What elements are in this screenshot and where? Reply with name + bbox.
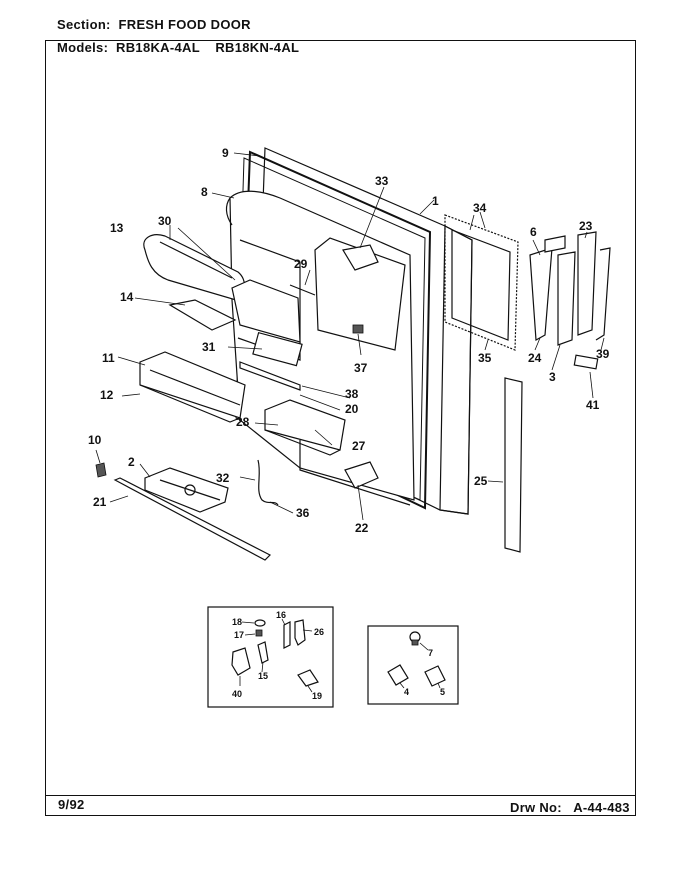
door-handle bbox=[504, 377, 523, 553]
diagram-frame bbox=[45, 40, 636, 816]
section-header: Section: FRESH FOOD DOOR bbox=[57, 17, 251, 32]
door-shelf-lower bbox=[264, 399, 346, 456]
callout-5: 5 bbox=[440, 687, 445, 697]
callout-25: 25 bbox=[474, 474, 488, 488]
callout-6: 6 bbox=[530, 225, 537, 239]
hinge-assembly bbox=[529, 231, 611, 370]
callout-22: 22 bbox=[355, 521, 369, 535]
light-cover bbox=[342, 244, 379, 271]
callout-28: 28 bbox=[236, 415, 250, 429]
callout-19: 19 bbox=[312, 691, 322, 701]
handle-trim bbox=[113, 477, 272, 561]
callout-41: 41 bbox=[586, 398, 600, 412]
callout-3: 3 bbox=[549, 370, 556, 384]
section-label: Section: bbox=[57, 17, 111, 32]
egg-tray bbox=[168, 299, 237, 331]
callout-38: 38 bbox=[345, 387, 359, 401]
hinge-parts-inset: 18 17 16 26 15 40 19 bbox=[207, 606, 334, 708]
callout-23: 23 bbox=[579, 219, 593, 233]
callout-14: 14 bbox=[120, 290, 134, 304]
callout-12: 12 bbox=[100, 388, 114, 402]
dairy-compartment bbox=[231, 279, 301, 343]
bottom-bin bbox=[344, 461, 379, 489]
control-panel bbox=[252, 331, 303, 367]
drw-label: Drw No: bbox=[510, 800, 562, 815]
callout-33: 33 bbox=[375, 174, 389, 188]
callout-16: 16 bbox=[276, 610, 286, 620]
door-hardware-inset: 7 4 5 bbox=[367, 625, 459, 705]
trim-bar bbox=[239, 361, 301, 391]
callout-4: 4 bbox=[404, 687, 409, 697]
hinge-clip bbox=[95, 462, 107, 478]
footer-divider bbox=[45, 795, 635, 796]
callout-7: 7 bbox=[428, 648, 433, 658]
door-shelf-upper bbox=[139, 351, 246, 423]
models-label: Models: bbox=[57, 40, 109, 55]
callout-40: 40 bbox=[232, 689, 242, 699]
callout-13: 13 bbox=[110, 221, 124, 235]
callout-37: 37 bbox=[354, 361, 368, 375]
callout-26: 26 bbox=[314, 627, 324, 637]
door-stop bbox=[144, 467, 229, 513]
callout-35: 35 bbox=[478, 351, 492, 365]
footer-drawing-number: Drw No: A-44-483 bbox=[510, 800, 630, 815]
callout-24: 24 bbox=[528, 351, 542, 365]
section-value: FRESH FOOD DOOR bbox=[118, 17, 251, 32]
callout-20: 20 bbox=[345, 402, 359, 416]
drw-value: A-44-483 bbox=[573, 800, 630, 815]
callout-27: 27 bbox=[352, 439, 366, 453]
callout-34: 34 bbox=[473, 201, 487, 215]
switch-37 bbox=[352, 324, 364, 334]
callout-39: 39 bbox=[596, 347, 610, 361]
callout-2: 2 bbox=[128, 455, 135, 469]
models-value: RB18KA-4AL RB18KN-4AL bbox=[116, 40, 300, 55]
callout-18: 18 bbox=[232, 617, 242, 627]
callout-31: 31 bbox=[202, 340, 216, 354]
callout-15: 15 bbox=[258, 671, 268, 681]
callout-32: 32 bbox=[216, 471, 230, 485]
callout-10: 10 bbox=[88, 433, 102, 447]
callout-11: 11 bbox=[102, 351, 115, 365]
screw-29 bbox=[289, 284, 316, 296]
models-header: Models: RB18KA-4AL RB18KN-4AL bbox=[57, 40, 299, 55]
leader-lines bbox=[95, 152, 605, 521]
callout-36: 36 bbox=[296, 506, 310, 520]
callout-21: 21 bbox=[93, 495, 107, 509]
wire-harness bbox=[257, 459, 279, 506]
back-panel-frame bbox=[444, 214, 519, 351]
footer-date: 9/92 bbox=[58, 797, 85, 812]
callout-8: 8 bbox=[201, 185, 208, 199]
callout-29: 29 bbox=[294, 257, 308, 271]
callout-30: 30 bbox=[158, 214, 172, 228]
callout-17: 17 bbox=[234, 630, 244, 640]
dairy-door bbox=[143, 234, 246, 301]
callout-9: 9 bbox=[222, 146, 229, 160]
callout-1: 1 bbox=[432, 194, 439, 208]
